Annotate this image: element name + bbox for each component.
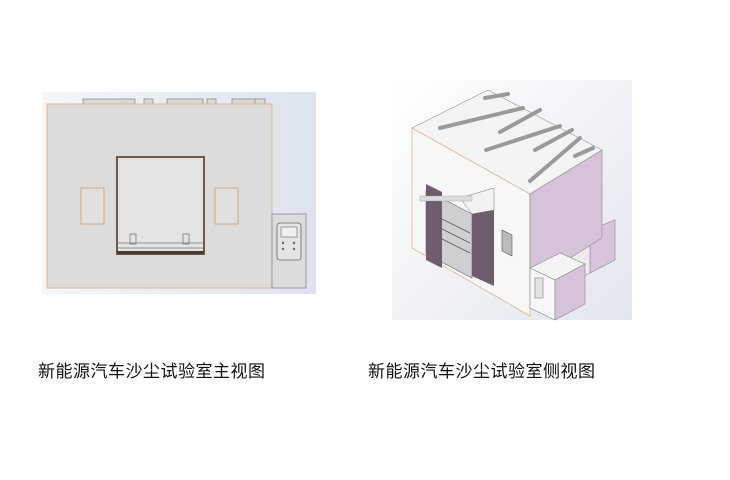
front-view-image: [40, 88, 320, 302]
front-view-caption: 新能源汽车沙尘试验室主视图: [38, 362, 266, 382]
side-view-caption: 新能源汽车沙尘试验室侧视图: [368, 362, 596, 382]
side-view-image: [390, 78, 635, 327]
